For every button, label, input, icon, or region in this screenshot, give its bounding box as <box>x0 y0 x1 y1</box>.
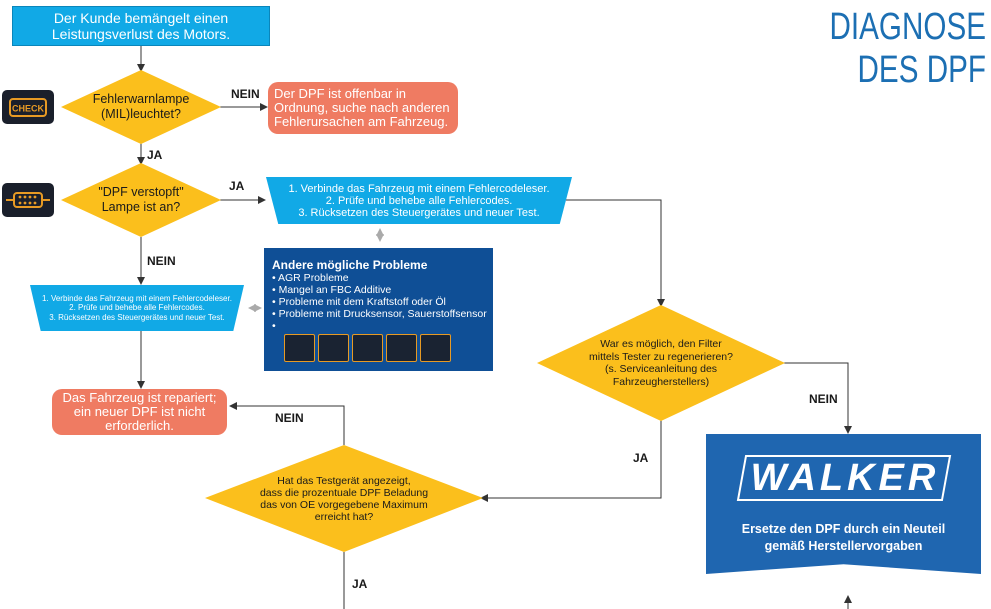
diamond-mil <box>61 70 221 144</box>
diamond-dpf-lamp <box>61 163 221 237</box>
oil-icon <box>420 334 451 362</box>
dpf-lamp-question: "DPF verstopft" Lampe ist an? <box>98 185 184 214</box>
walker-logo: WALKER <box>750 457 940 499</box>
label-ja-load: JA <box>352 577 368 591</box>
other-problem-item: • <box>272 320 276 332</box>
other-problem-item: • Mangel an FBC Additive <box>272 284 392 296</box>
label-nein-mil: NEIN <box>231 87 260 101</box>
other-problem-item: • AGR Probleme <box>272 272 349 284</box>
other-problems-box: Andere mögliche Probleme • AGR Probleme … <box>264 248 493 371</box>
edge-regen-ja <box>480 418 662 502</box>
exhaust-icon <box>386 334 417 362</box>
edge-load-nein <box>229 402 345 445</box>
other-problems-heading: Andere mögliche Probleme <box>272 258 428 272</box>
page-title: DIAGNOSE DES DPF <box>829 6 986 91</box>
diamond-load <box>205 445 483 552</box>
other-problem-item: • Probleme mit Drucksensor, Sauerstoffse… <box>272 308 487 320</box>
steps-left-node: 1. Verbinde das Fahrzeug mit einem Fehle… <box>30 285 244 331</box>
walker-logo-frame <box>736 455 952 501</box>
label-nein-regen: NEIN <box>809 392 838 406</box>
engine-icon <box>352 334 383 362</box>
edge-regen-nein <box>783 362 852 434</box>
regen-question: War es möglich, den Filter mittels Teste… <box>589 338 733 388</box>
diamond-regen <box>537 305 785 421</box>
mil-question: Fehlerwarnlampe (MIL)leuchtet? <box>92 92 190 121</box>
walker-replace-box: WALKER Ersetze den DPF durch ein Neuteil… <box>706 434 981 574</box>
load-question: Hat das Testgerät angezeigt, dass die pr… <box>259 475 429 523</box>
egr-icon <box>284 334 315 362</box>
start-node: Der Kunde bemängelt einen Leistungsverlu… <box>12 6 270 46</box>
label-ja-regen: JA <box>633 451 649 465</box>
other-problem-item: • Probleme mit dem Kraftstoff oder Öl <box>272 296 446 308</box>
dpf-warning-icon <box>2 183 54 217</box>
label-nein-load: NEIN <box>275 411 304 425</box>
edge-steps-regen <box>566 199 665 307</box>
check-label: CHECK <box>12 104 45 114</box>
label-ja-mil: JA <box>147 148 163 162</box>
repaired-node: Das Fahrzeug ist repariert; ein neuer DP… <box>52 389 227 435</box>
label-ja-dpf: JA <box>229 179 245 193</box>
steps-right-node: 1. Verbinde das Fahrzeug mit einem Fehle… <box>266 177 572 224</box>
walker-text: Ersetze den DPF durch ein Neuteil gemäß … <box>741 522 946 553</box>
injector-icon <box>318 334 349 362</box>
dpf-ok-node: Der DPF ist offenbar in Ordnung, suche n… <box>268 82 458 134</box>
problem-icons <box>284 334 451 362</box>
label-nein-dpf: NEIN <box>147 254 176 268</box>
check-engine-icon: CHECK <box>2 90 54 124</box>
